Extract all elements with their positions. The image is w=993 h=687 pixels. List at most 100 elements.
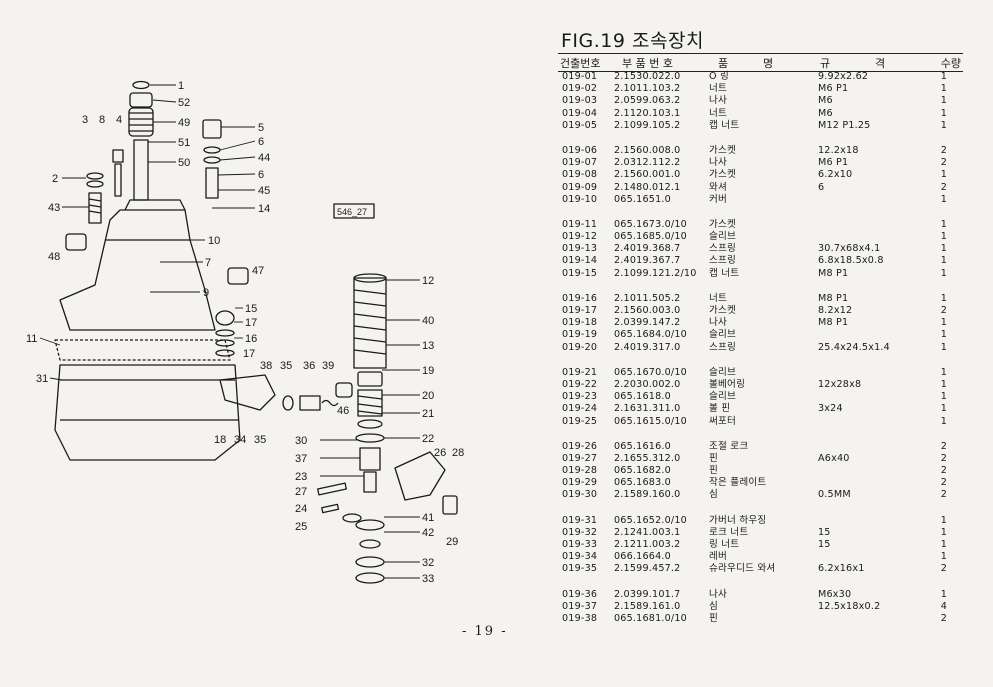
cell-spec: 15: [818, 526, 831, 538]
small-nut-part: [112, 149, 124, 163]
cell-number: 019-38: [562, 612, 598, 624]
cell-spec: M6 P1: [818, 83, 849, 95]
cell-part-number: 2.0312.112.2: [614, 157, 681, 169]
cell-number: 019-37: [562, 600, 598, 612]
cell-part-number: 2.4019.368.7: [614, 243, 681, 255]
cell-quantity: 1: [940, 169, 947, 181]
cell-name: 볼 핀: [709, 403, 731, 415]
cell-spec: M8 P1: [818, 317, 849, 329]
cell-number: 019-27: [562, 452, 598, 464]
cell-quantity: 1: [940, 255, 947, 267]
cell-number: 019-09: [562, 181, 598, 193]
header-quantity: 수량: [940, 57, 961, 70]
cell-quantity: 1: [940, 403, 947, 415]
cell-spec: M6 P1: [818, 157, 849, 169]
cell-number: 019-04: [562, 107, 598, 119]
o-ring-part: [132, 80, 150, 90]
cell-number: 019-24: [562, 403, 598, 415]
header-name-b: 명: [763, 57, 774, 70]
cell-quantity: 2: [940, 440, 947, 452]
callout-26: 26: [434, 447, 446, 459]
spring-43-part: [88, 192, 102, 224]
cell-spec: M8 P1: [818, 292, 849, 304]
cell-name: 캡 너트: [709, 267, 740, 279]
cell-part-number: 2.1211.003.2: [614, 539, 681, 550]
callout-15: 15: [245, 303, 257, 315]
cell-part-number: 065.1651.0: [614, 193, 671, 205]
header-spec-b: 격: [875, 57, 886, 70]
cell-part-number: 2.1099.121.2/10: [614, 267, 697, 279]
nut-part: [129, 92, 153, 108]
callout-11: 11: [26, 333, 37, 345]
cell-part-number: 065.1652.0/10: [614, 514, 687, 526]
cell-part-number: 2.1480.012.1: [614, 181, 681, 193]
callout-33: 33: [422, 573, 434, 585]
callout-51: 51: [178, 137, 190, 149]
callout-50: 50: [178, 157, 190, 169]
cell-quantity: 1: [940, 588, 947, 600]
spring-20-part: [357, 389, 383, 417]
callout-39: 39: [322, 360, 334, 372]
cell-name: 링 너트: [709, 539, 740, 550]
cell-quantity: 2: [940, 157, 947, 169]
cell-quantity: 2: [940, 477, 947, 489]
callout-18: 18: [214, 434, 226, 446]
cell-number: 019-18: [562, 317, 598, 329]
cell-name: 심: [709, 489, 719, 501]
cell-quantity: 1: [940, 526, 947, 538]
cell-part-number: 2.2030.002.0: [614, 378, 681, 390]
cell-name: 슬리브: [709, 391, 737, 403]
callout-14: 14: [258, 203, 270, 215]
cell-spec: 6.2x10: [818, 169, 853, 181]
callout-17: 17: [245, 317, 257, 329]
cell-part-number: 2.1099.105.2: [614, 119, 681, 131]
cell-part-number: 2.1599.457.2: [614, 563, 681, 575]
cell-quantity: 1: [940, 391, 947, 403]
callout-28: 28: [452, 447, 464, 459]
cell-part-number: 2.1589.161.0: [614, 600, 681, 612]
cell-spec: 15: [818, 539, 831, 550]
cell-number: 019-01: [562, 71, 598, 82]
cell-quantity: 1: [940, 378, 947, 390]
cell-quantity: 1: [940, 292, 947, 304]
callout-27: 27: [295, 486, 307, 498]
cell-spec: M6: [818, 95, 833, 107]
cell-number: 019-02: [562, 83, 598, 95]
cell-number: 019-03: [562, 95, 598, 107]
cell-quantity: 1: [940, 317, 947, 329]
cell-part-number: 065.1681.0/10: [614, 612, 687, 624]
header-part-number: 부 품 번 호: [622, 57, 673, 70]
parts-table-header: 건출번호 부 품 번 호 품 명 규 격 수량: [558, 53, 963, 72]
cell-name: 작은 플레이트: [709, 477, 767, 489]
callout-47: 47: [252, 265, 264, 277]
cell-spec: 6.2x16x1: [818, 563, 865, 575]
cell-number: 019-20: [562, 341, 598, 353]
callout-42: 42: [422, 527, 434, 539]
callout-41: 41: [422, 512, 434, 524]
header-spec-a: 규: [820, 57, 831, 70]
adjusting-lock-part: [394, 451, 446, 501]
cell-quantity: 1: [940, 119, 947, 131]
cell-name: 와셔: [709, 181, 728, 193]
cell-quantity: 1: [940, 193, 947, 205]
cell-number: 019-16: [562, 292, 598, 304]
cell-part-number: 2.0399.147.2: [614, 317, 681, 329]
cap-nut-part: [202, 119, 222, 139]
cell-quantity: 2: [940, 305, 947, 316]
cell-part-number: 2.1655.312.0: [614, 452, 681, 464]
callout-4: 4: [116, 114, 122, 126]
cell-quantity: 2: [940, 181, 947, 193]
